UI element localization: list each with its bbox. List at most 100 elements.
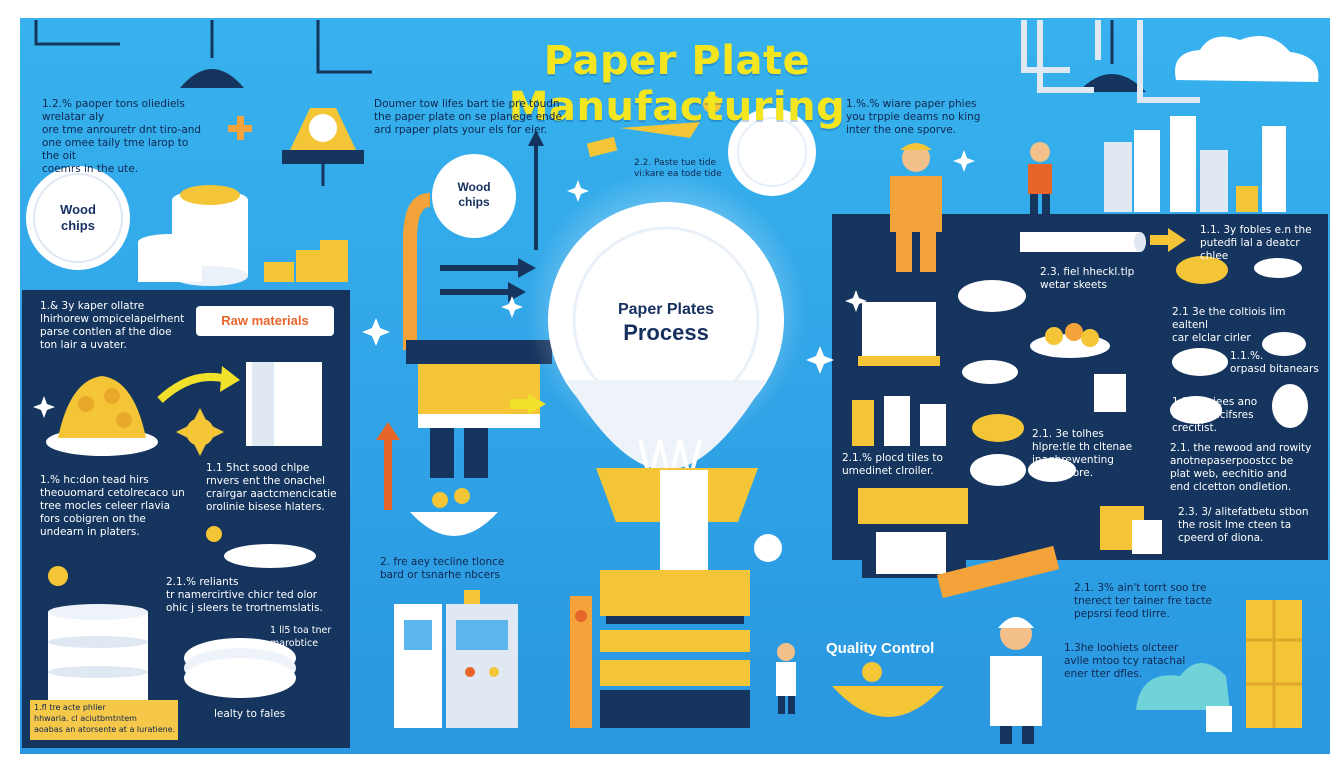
wood-chips-mid-line2: chips	[458, 195, 490, 209]
left-panel-text-3: 1.1 5hct sood chlpe rnvers ent the onach…	[206, 462, 346, 514]
wood-chips-circle-mid	[432, 154, 516, 238]
plate-icon	[1028, 458, 1076, 482]
cloud-icon	[1175, 36, 1319, 82]
chef-figure	[990, 617, 1042, 744]
right-panel-text-2: 2.3. fiel hheckl.tlp wetar skeets	[1040, 266, 1160, 292]
text-line: 2.1. 3e tolhes	[1032, 428, 1104, 440]
note-text: 1.fl tre acte phlier hhwaria. cl aciutbm…	[34, 702, 176, 735]
coin-stack	[264, 240, 348, 282]
bottom-right-text-1: 2.1. 3% ain't torrt soo tre tnerect ter …	[1074, 582, 1244, 621]
paper-rolls	[1020, 232, 1146, 252]
text-line: 2.1.% reliants	[166, 576, 239, 588]
center-label-line1: Paper Plates	[617, 301, 715, 318]
raw-materials-badge: Raw materials	[196, 306, 334, 336]
wood-chips-line2: chips	[61, 218, 95, 233]
text-line: 1.1.%.	[1230, 350, 1264, 362]
text-line: crairgar aactcmencicatie	[206, 488, 337, 500]
right-panel-text-5: 1.% ocsiees ano tre ortsiecifsres crecit…	[1172, 396, 1262, 435]
text-line: 1.& 3y kaper ollatre	[40, 300, 145, 312]
text-line: marobtice	[270, 638, 319, 649]
text-line: wrelatar aly	[42, 111, 105, 123]
bowl-icon	[958, 280, 1026, 312]
right-panel-text-6: 2.1. 3e tolhes hlpre:tle th cltenae inaq…	[1032, 428, 1142, 480]
text-line: ore tme anrouretr dnt tiro-and	[42, 124, 202, 136]
left-panel-text-6: lealty to fales	[214, 708, 286, 720]
locker-cabinet	[1246, 600, 1302, 728]
text-line: hhwaria. cl aciutbmtntem	[34, 714, 137, 723]
top-right-text: 1.%.% wiare paper phies you trppie deams…	[846, 98, 1006, 137]
close-icon	[206, 526, 222, 542]
qc-bowl	[832, 686, 944, 717]
center-label-line2: Process	[623, 320, 709, 345]
plate-icon	[1272, 384, 1308, 428]
text-line: 1.1. 3y fobles e.n the	[1200, 224, 1312, 236]
sun-icon	[176, 408, 224, 456]
text-line: 1.%.% wiare paper phies	[846, 98, 977, 110]
text-line: end clcetton ondletion.	[1170, 481, 1292, 493]
center-label: Paper Plates Process	[580, 300, 752, 346]
sparkle-icon	[33, 150, 975, 418]
wood-chips-label-mid: Wood chips	[440, 180, 508, 210]
text-line: Doumer tow lifes bart tie pre toudn	[374, 98, 560, 110]
left-panel-text-4: 2.1.% reliants tr namercirtive chicr ted…	[166, 576, 346, 615]
text-line: ohic j sleers te trortnemslatis.	[166, 602, 323, 614]
food-plate	[1030, 323, 1110, 358]
mid-lower-text: 2. fre aey tecline tlonce bard or tsnarh…	[380, 556, 550, 582]
plate-icon	[728, 108, 816, 196]
text-line: the paper plate on se planege ende	[374, 111, 562, 123]
plus-icon	[228, 116, 252, 140]
text-line: tnerect ter tainer fre tacte	[1074, 595, 1212, 607]
text-line: one omee taily tme larop to the oit	[42, 137, 189, 162]
text-line: avlle mtoo tcy ratachal	[1064, 655, 1186, 667]
right-panel-text-1: 1.1. 3y fobles e.n the putedfi lal a dea…	[1200, 224, 1320, 263]
text-line: umedinet clroiler.	[842, 465, 934, 477]
paper-roll	[246, 362, 322, 446]
right-panel-text-3: 2.1 3e the coltiois lim ealtenl car elcl…	[1172, 306, 1322, 345]
text-line: 2.1 3e the coltiois lim ealtenl	[1172, 306, 1286, 331]
hopper-machine	[282, 108, 364, 186]
text-line: ener tter dfles.	[1064, 668, 1143, 680]
wood-chips-label: Wood chips	[40, 202, 116, 234]
knife-icon	[620, 122, 700, 138]
text-line: 1.% hc:don tead hirs	[40, 474, 149, 486]
small-tag-text: 2.2. Paste tue tide vi:kare ea tode tide	[634, 158, 744, 180]
right-panel-text-9: 2.3. 3/ alitefatbetu stbon the rosit lme…	[1178, 506, 1324, 545]
factory-pipes	[1021, 20, 1200, 103]
pipe	[403, 193, 431, 350]
plate-stack	[138, 185, 248, 286]
center-plate	[548, 202, 784, 438]
left-panel-text-1: 1.& 3y kaper ollatre Ihirhorew ompicelap…	[40, 300, 190, 352]
text-line: 1.% ocsiees ano	[1172, 396, 1258, 408]
text-line: vi:kare ea tode tide	[634, 169, 722, 179]
bowl-icon	[1176, 256, 1228, 284]
text-line: parse contlen af the dioe	[40, 326, 172, 338]
text-line: 2.2. Paste tue tide	[634, 158, 717, 168]
lamp-icon	[1078, 20, 1146, 92]
bottle-row	[1104, 116, 1286, 212]
pot-icon	[1100, 506, 1162, 554]
text-line: te Coogore.	[1032, 467, 1094, 479]
text-line: tre ortsiecifsres	[1172, 409, 1254, 421]
plate-icon	[1262, 332, 1306, 356]
text-line: 2.3. fiel hheckl.tlp	[1040, 266, 1135, 278]
text-line: 2.1. the rewood and rowity	[1170, 442, 1312, 454]
page-title: Paper Plate Manufacturing	[508, 38, 846, 130]
wood-chips-circle	[26, 166, 130, 270]
jar-row	[852, 396, 946, 446]
plate-stack-right	[184, 638, 296, 698]
plate-icon	[1254, 258, 1302, 278]
press-machine	[406, 340, 552, 478]
right-panel-text-8: 2.1. the rewood and rowity anotnepaserpo…	[1170, 442, 1326, 494]
tag-icon	[586, 136, 618, 158]
cup-icon	[1094, 374, 1126, 412]
text-line: orpasd bitanears	[1230, 363, 1319, 375]
plate-icon	[1172, 348, 1228, 376]
text-line: wetar skeets	[1040, 279, 1107, 291]
text-line: orolinie bisese hlaters.	[206, 501, 325, 513]
text-line: 2.3. 3/ alitefatbetu stbon	[1178, 506, 1309, 518]
left-panel-text-2: 1.% hc:don tead hirs theouomard cetolrec…	[40, 474, 190, 539]
inspector-figure	[776, 643, 796, 714]
text-line: theouomard cetolrecaco un	[40, 487, 185, 499]
